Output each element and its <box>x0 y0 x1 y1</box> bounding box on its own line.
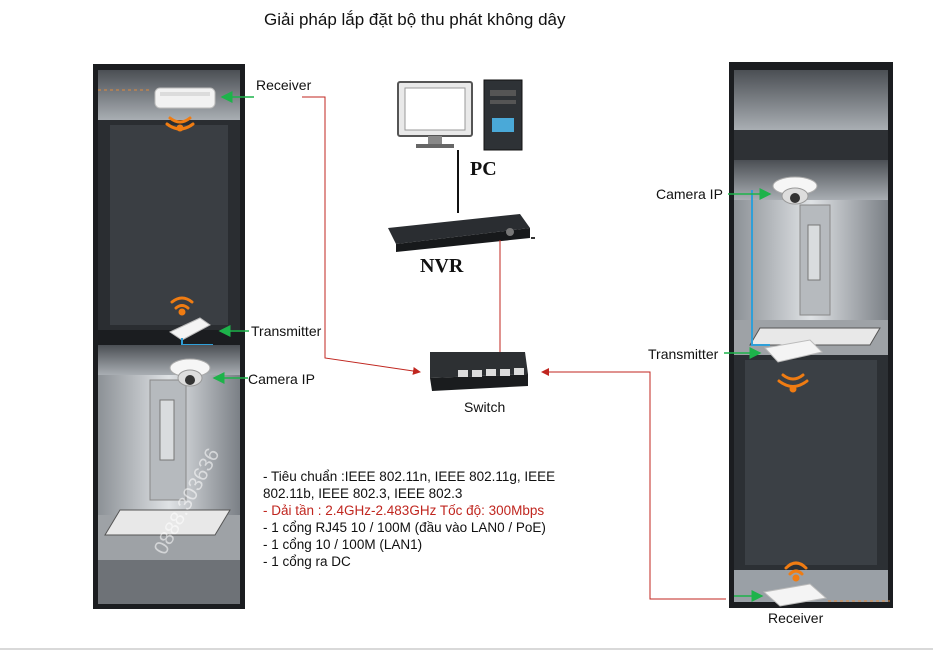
label-camera-right: Camera IP <box>656 186 723 202</box>
right-receiver-device <box>762 583 828 607</box>
left-receiver-device <box>154 87 216 109</box>
right-receiver-to-switch-line <box>541 368 726 600</box>
right-cable <box>751 190 770 346</box>
bottom-divider <box>0 648 933 650</box>
left-receiver-wifi-icon <box>165 116 195 132</box>
right-receiver-wifi-icon <box>784 561 808 582</box>
label-nvr: NVR <box>420 255 464 277</box>
spec-rj45-port: - 1 cổng RJ45 10 / 100M (đầu vào LAN0 / … <box>263 520 546 535</box>
right-transmitter-device <box>764 339 823 363</box>
right-upper-structure <box>734 70 888 160</box>
left-upper-ceiling <box>98 70 240 330</box>
label-camera-left: Camera IP <box>248 371 315 387</box>
left-receiver-to-switch-line <box>302 96 421 375</box>
spec-lan1-port: - 1 cổng 10 / 100M (LAN1) <box>263 537 423 552</box>
spec-frequency: - Dải tần : 2.4GHz-2.483GHz Tốc độ: 300M… <box>263 503 545 518</box>
label-transmitter-right: Transmitter <box>648 346 719 362</box>
left-transmitter-device <box>168 317 211 341</box>
label-receiver-right: Receiver <box>768 610 824 626</box>
label-transmitter-left: Transmitter <box>251 323 322 339</box>
spec-list: - Tiêu chuẩn :IEEE 802.11n, IEEE 802.11g… <box>263 468 593 570</box>
right-transmitter-wifi-icon <box>777 373 809 393</box>
pc-monitor <box>397 81 473 148</box>
label-receiver-left: Receiver <box>256 77 312 93</box>
switch-device <box>430 352 528 391</box>
left-camera-ip-device <box>169 358 211 387</box>
spec-standard: - Tiêu chuẩn :IEEE 802.11n, IEEE 802.11g… <box>263 469 556 501</box>
left-transmitter-wifi-icon <box>170 296 194 316</box>
spec-dc-port: - 1 cổng ra DC <box>263 554 351 569</box>
label-pc: PC <box>470 158 497 180</box>
right-camera-ip-device <box>772 176 818 205</box>
left-elevator-cabin <box>98 345 240 604</box>
label-switch: Switch <box>464 399 506 415</box>
right-elevator-cabin <box>734 160 888 602</box>
diagram-title: Giải pháp lắp đặt bộ thu phát không dây <box>264 10 566 29</box>
pc-tower <box>483 79 523 151</box>
nvr-device <box>388 214 530 252</box>
